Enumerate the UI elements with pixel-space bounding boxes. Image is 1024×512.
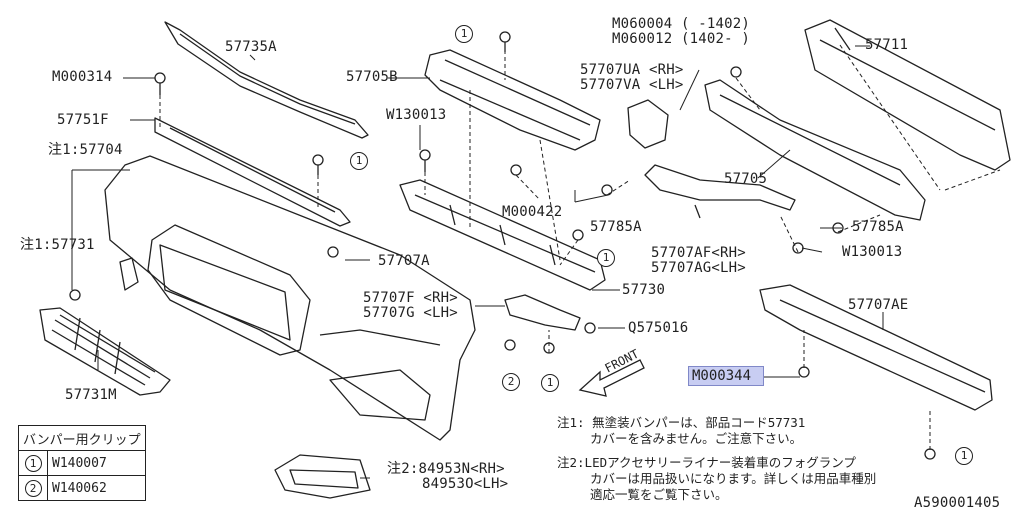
label-M060004[interactable]: M060004 ( -1402) — [612, 16, 751, 32]
leader-lines — [71, 45, 884, 479]
note-1-line-2: カバーを含みません。ご注意下さい。 — [590, 431, 803, 446]
label-57785A-left[interactable]: 57785A — [590, 219, 642, 235]
part-57707UA-shape[interactable] — [627, 99, 669, 149]
clip-callout-1: 1 — [955, 447, 973, 465]
label-57707A[interactable]: 57707A — [378, 253, 430, 269]
label-57730[interactable]: 57730 — [622, 282, 666, 298]
label-57705B[interactable]: 57705B — [346, 69, 398, 85]
clip-part-code[interactable]: W140007 — [47, 450, 146, 476]
label-W130013-upper[interactable]: W130013 — [386, 107, 447, 123]
label-57705[interactable]: 57705 — [724, 171, 768, 187]
label-Q575016[interactable]: Q575016 — [628, 320, 689, 336]
part-57731M-grille[interactable] — [39, 307, 171, 396]
label-57707VA[interactable]: 57707VA <LH> — [580, 77, 684, 93]
part-57705B-shape[interactable] — [424, 49, 601, 151]
label-57731M[interactable]: 57731M — [65, 387, 117, 403]
label-57711[interactable]: 57711 — [865, 37, 909, 53]
clip-table-row: 2 W140062 — [18, 475, 146, 501]
part-84953-fog-cover[interactable] — [274, 454, 371, 499]
clip-part-code[interactable]: W140062 — [47, 475, 146, 501]
part-57735A-shape[interactable] — [164, 21, 369, 139]
part-57751F-shape[interactable] — [154, 117, 351, 227]
clip-callout-1: 1 — [455, 25, 473, 43]
fasteners — [69, 31, 936, 460]
clip-number: 2 — [24, 479, 42, 497]
label-57735A[interactable]: 57735A — [225, 39, 277, 55]
note-2-line-2: カバーは用品扱いになります。詳しくは用品車種別 — [590, 471, 877, 486]
assembly-guide-lines — [159, 44, 1001, 450]
note-1-line-1: 注1: 無塗装バンパーは、部品コード57731 — [557, 415, 806, 430]
note-2-line-1: 注2:LEDアクセサリーライナー装着車のフォグランプ — [557, 455, 856, 470]
part-57730-shape[interactable] — [399, 179, 606, 291]
label-W130013-lower[interactable]: W130013 — [842, 244, 903, 260]
part-57707AE-shape[interactable] — [759, 284, 993, 411]
label-57707G[interactable]: 57707G <LH> — [363, 305, 458, 321]
label-57785A-right[interactable]: 57785A — [852, 219, 904, 235]
clip-callout-2: 2 — [502, 373, 520, 391]
label-M000314[interactable]: M000314 — [52, 69, 113, 85]
clip-table-row: 1 W140007 — [18, 450, 146, 476]
part-57704-bumper-cover[interactable] — [104, 155, 476, 441]
clip-number: 1 — [24, 454, 42, 472]
label-57707AE[interactable]: 57707AE — [848, 297, 909, 313]
label-57731[interactable]: 注1:57731 — [20, 237, 95, 253]
label-57704[interactable]: 注1:57704 — [48, 142, 123, 158]
part-57705-shape[interactable] — [704, 79, 926, 221]
highlighted-part-M000344[interactable]: M000344 — [688, 366, 764, 386]
label-57707F[interactable]: 57707F <RH> — [363, 290, 458, 306]
front-arrow — [578, 359, 645, 397]
diagram-id: A590001405 — [914, 495, 1001, 511]
clip-callout-1: 1 — [350, 152, 368, 170]
clip-callout-1: 1 — [597, 249, 615, 267]
label-84953N[interactable]: 注2:84953N<RH> — [387, 461, 505, 477]
label-57707AG[interactable]: 57707AG<LH> — [651, 260, 746, 276]
label-M000422[interactable]: M000422 — [502, 204, 563, 220]
label-57707UA[interactable]: 57707UA <RH> — [580, 62, 684, 78]
part-57711-shape[interactable] — [804, 19, 1011, 171]
note-2-line-3: 適応一覧をご覧下さい。 — [590, 487, 728, 502]
label-M060012[interactable]: M060012 (1402- ) — [612, 31, 751, 47]
part-57707AF-shape[interactable] — [644, 164, 796, 219]
label-84953O[interactable]: 84953O<LH> — [422, 476, 509, 492]
clip-callout-1: 1 — [541, 374, 559, 392]
part-57707F-shape[interactable] — [504, 294, 581, 331]
clip-table-header: バンパー用クリップ — [18, 425, 146, 451]
highlighted-part-code: M000344 — [692, 368, 752, 384]
bumper-clip-table: バンパー用クリップ 1 W140007 2 W140062 — [18, 425, 146, 501]
label-57707AF[interactable]: 57707AF<RH> — [651, 245, 746, 261]
label-57751F[interactable]: 57751F — [57, 112, 109, 128]
